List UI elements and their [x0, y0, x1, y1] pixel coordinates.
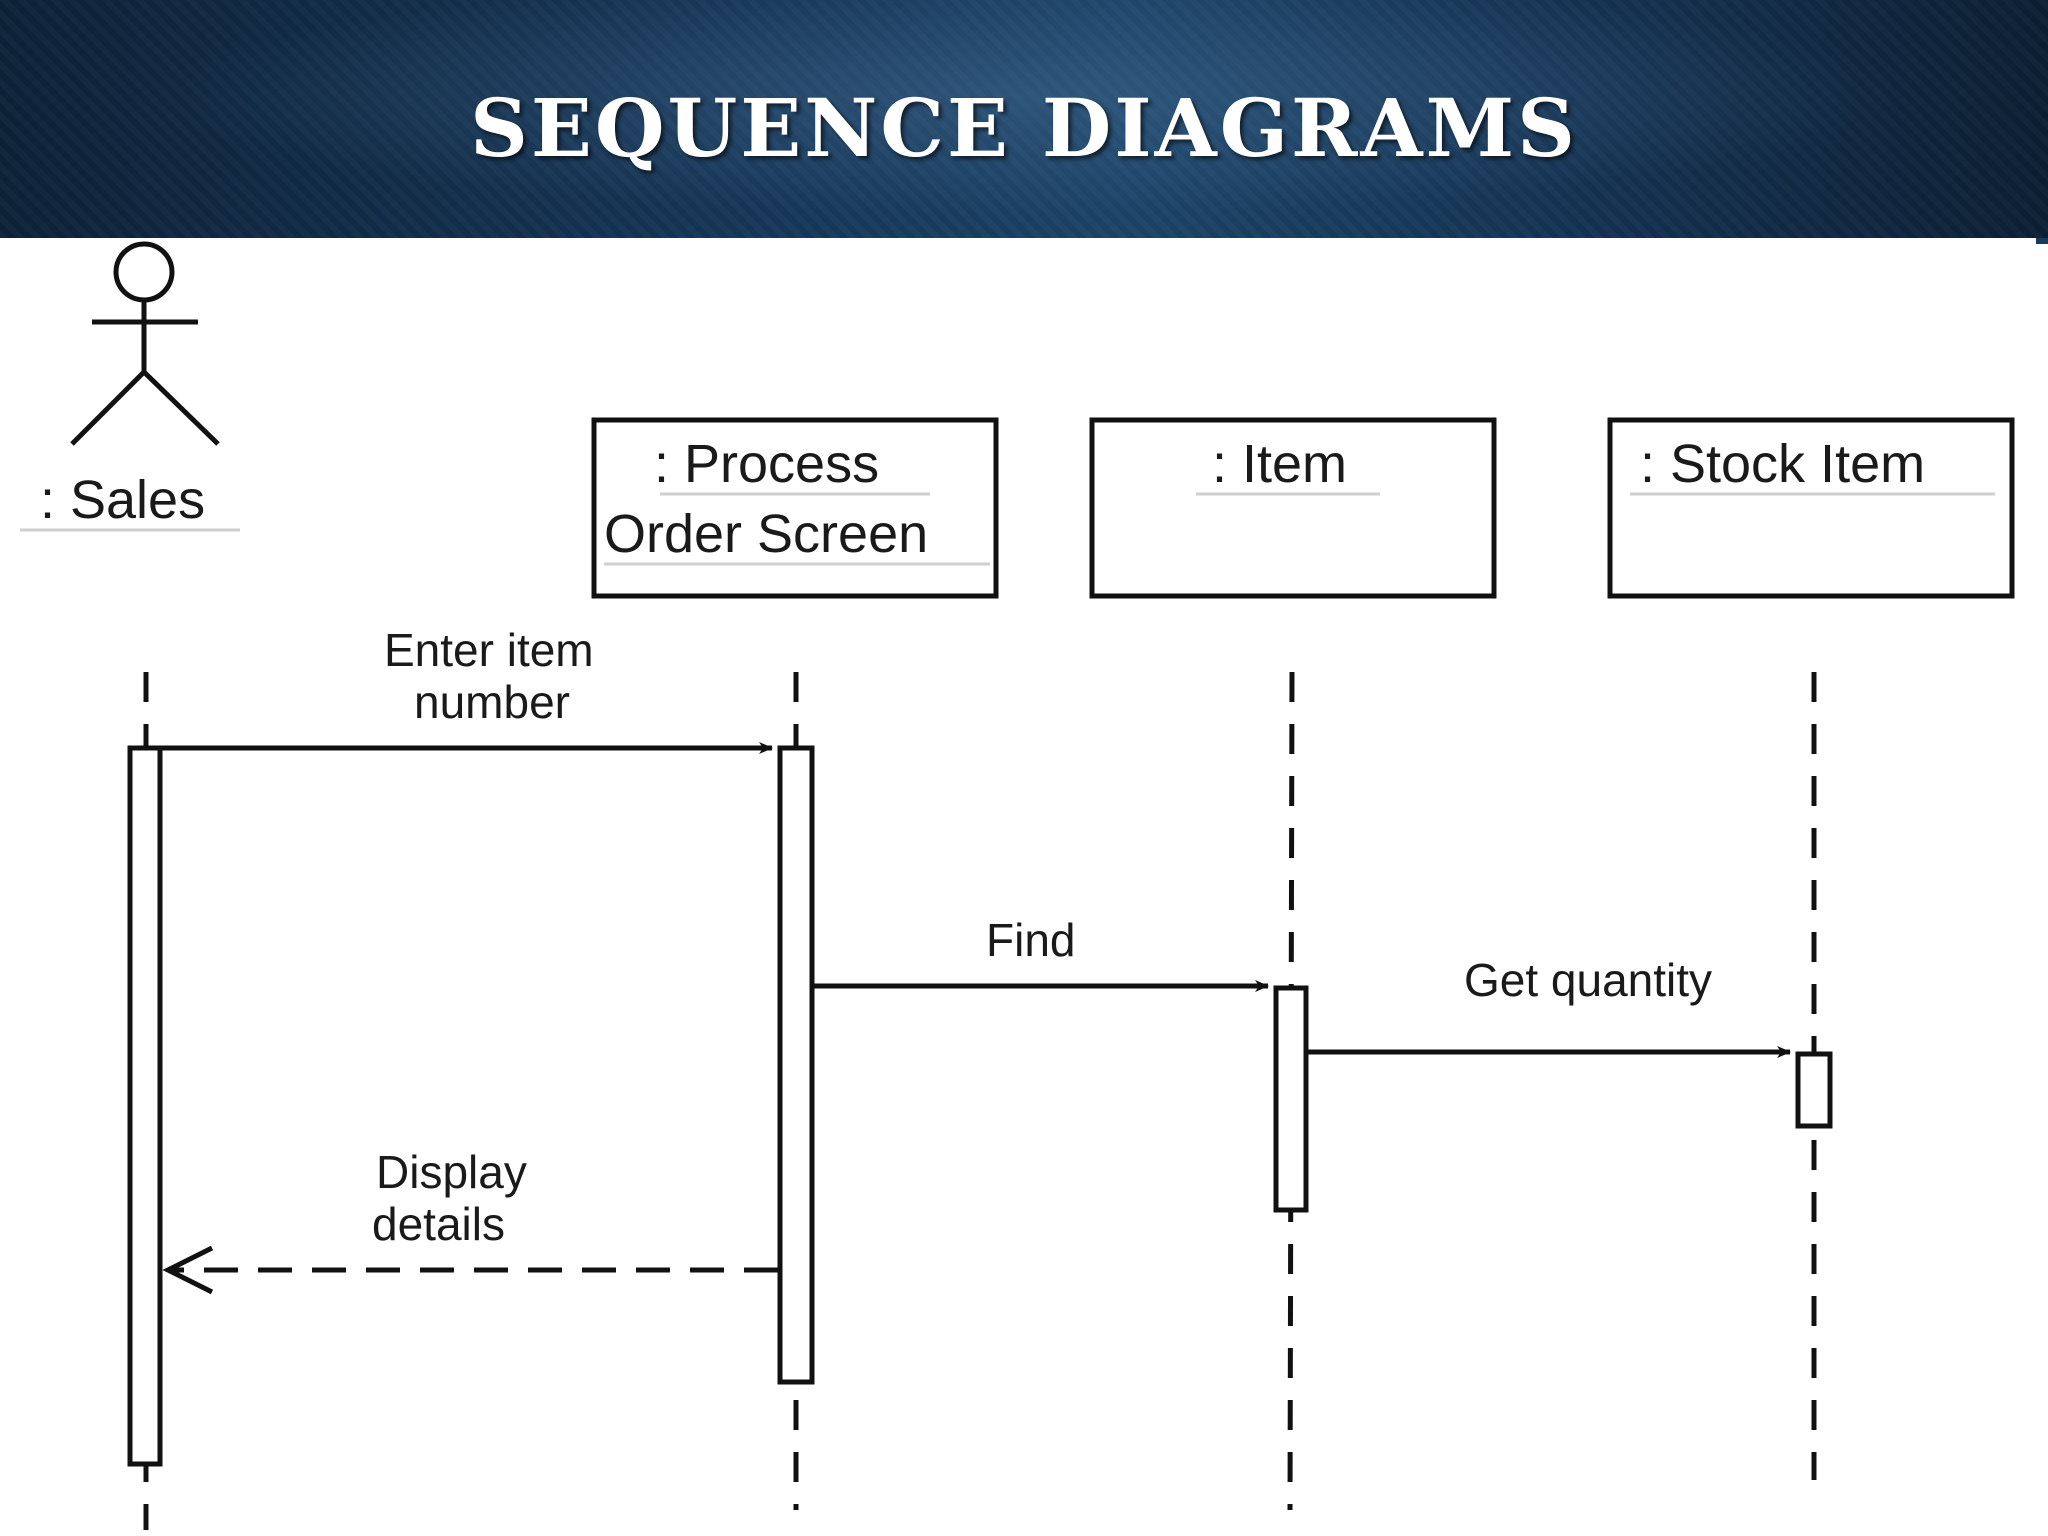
actor-label: : Sales: [40, 470, 205, 530]
object-box: [1089, 417, 1497, 599]
message-label: Find: [986, 914, 1075, 966]
activation-bar-item: [1273, 985, 1309, 1213]
message-label-line1: Enter item: [384, 624, 594, 676]
banner-edge-accent: [2036, 238, 2048, 244]
title-banner: SEQUENCE DIAGRAMS: [0, 0, 2048, 238]
object-name-line1: : Process: [654, 434, 879, 494]
message-find: Find: [814, 914, 1269, 992]
message-label-line1: Display: [376, 1146, 527, 1198]
object-box: [1607, 417, 2015, 599]
stick-figure-icon: [70, 241, 220, 446]
message-label: Get quantity: [1464, 954, 1712, 1006]
message-get-quantity: Get quantity: [1308, 954, 1791, 1058]
object-box: [591, 417, 999, 599]
activation-bar-sales: [127, 745, 163, 1467]
object-name-line2: Order Screen: [604, 504, 928, 564]
object-item: : Item: [1089, 417, 1497, 599]
activation-bar-process-order-screen: [777, 745, 815, 1385]
message-enter-item-number: Enter item number: [162, 624, 773, 754]
open-arrowhead-icon: [162, 1245, 214, 1295]
slide-title: SEQUENCE DIAGRAMS: [470, 81, 1578, 175]
object-stock-item: : Stock Item: [1607, 417, 2015, 599]
object-name-line1: : Item: [1212, 434, 1347, 494]
object-name-line1: : Stock Item: [1640, 434, 1925, 494]
message-label-line2: number: [414, 676, 570, 728]
message-display-details: Display details: [162, 1146, 778, 1295]
activation-bar-stock-item: [1795, 1051, 1833, 1129]
message-label-line2: details: [372, 1198, 505, 1250]
actor-sales: : Sales: [20, 241, 240, 532]
object-process-order-screen: : Process Order Screen: [591, 417, 999, 599]
